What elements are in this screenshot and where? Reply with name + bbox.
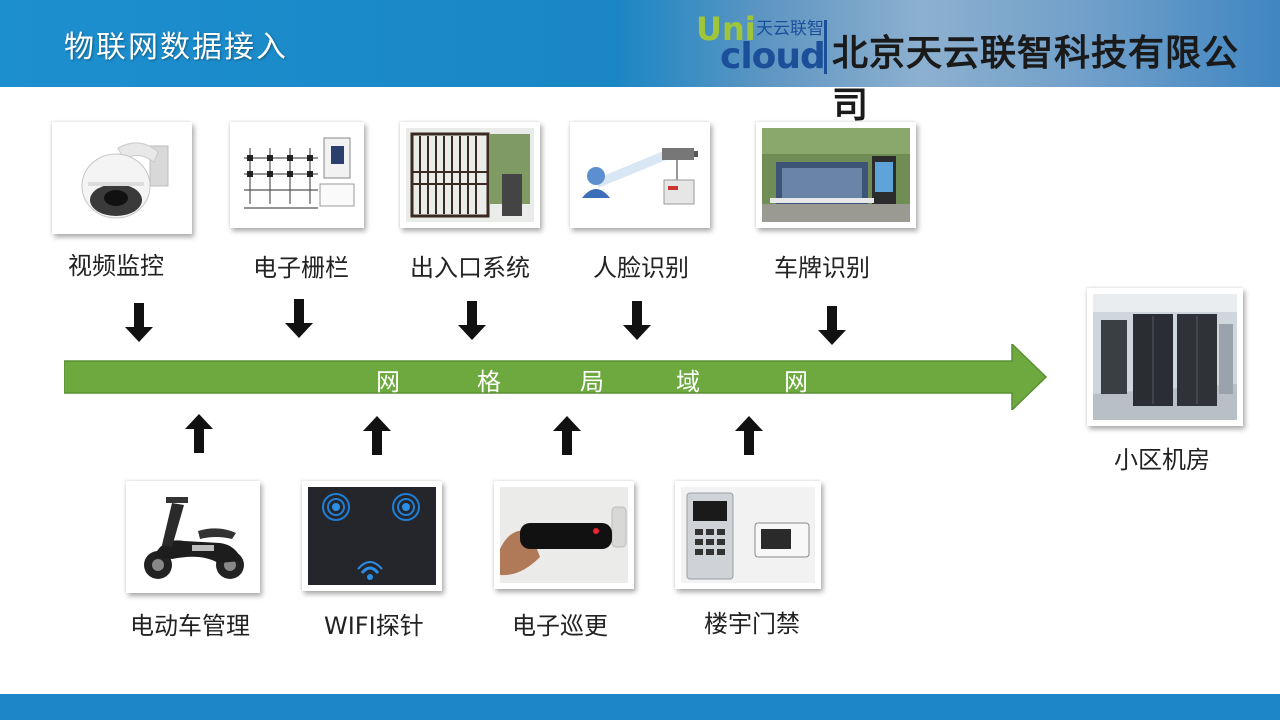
label-wifi-probe: WIFI探针	[324, 612, 424, 640]
scooter-icon	[144, 497, 244, 579]
arrow-up-icon	[185, 414, 213, 453]
label-e-bike-management: 电动车管理	[130, 612, 250, 640]
network-band-arrow	[64, 344, 1048, 410]
arrow-down-icon	[285, 299, 313, 338]
company-logo: Uni 天云联智 cloud 北京天云联智科技有限公司	[690, 6, 1270, 126]
network-char: 网	[784, 368, 808, 396]
card-electronic-fence	[230, 122, 364, 228]
label-server-room: 小区机房	[1114, 446, 1210, 474]
arrow-up-icon	[735, 416, 763, 455]
header-banner: 物联网数据接入 Uni 天云联智 cloud 北京天云联智科技有限公司	[0, 0, 1280, 126]
label-video-surveillance: 视频监控	[68, 252, 164, 280]
label-building-access: 楼宇门禁	[704, 610, 800, 638]
logo-cloud-text: cloud	[720, 36, 826, 77]
page-title: 物联网数据接入	[64, 30, 288, 65]
label-electronic-fence: 电子栅栏	[253, 254, 349, 282]
arrow-down-icon	[125, 303, 153, 342]
gate-icon	[406, 128, 534, 222]
dome-camera-icon	[81, 142, 169, 219]
card-entrance-system	[400, 122, 540, 228]
company-name: 北京天云联智科技有限公司	[832, 33, 1240, 126]
arrow-up-icon	[553, 416, 581, 455]
arrow-down-icon	[818, 306, 846, 345]
label-face-recognition: 人脸识别	[593, 254, 689, 282]
arrow-down-icon	[458, 301, 486, 340]
network-char: 格	[477, 368, 501, 396]
card-wifi-probe	[302, 481, 442, 591]
network-char: 局	[580, 368, 604, 396]
card-video-surveillance	[52, 122, 192, 234]
card-server-room	[1087, 288, 1243, 426]
patrol-wand-icon	[500, 487, 628, 583]
network-char: 域	[676, 368, 700, 396]
label-license-plate: 车牌识别	[774, 254, 870, 282]
wifi-probe-icon	[308, 487, 436, 585]
logo-uni-text: Uni	[696, 10, 756, 48]
server-room-icon	[1093, 294, 1237, 420]
footer-bar	[0, 694, 1280, 720]
card-electronic-patrol	[494, 481, 634, 589]
door-intercom-icon	[686, 492, 810, 580]
card-face-recognition	[570, 122, 710, 228]
label-entrance-system: 出入口系统	[410, 254, 530, 282]
arrow-down-icon	[623, 301, 651, 340]
card-e-bike-management	[126, 481, 260, 593]
fence-diagram-icon	[244, 137, 355, 209]
logo-divider	[824, 20, 827, 74]
logo-cn-small-text: 天云联智	[756, 19, 824, 39]
face-recognition-icon	[582, 148, 698, 205]
arrow-up-icon	[363, 416, 391, 455]
license-plate-icon	[762, 128, 910, 222]
card-license-plate	[756, 122, 916, 228]
label-electronic-patrol: 电子巡更	[512, 612, 608, 640]
network-char: 网	[376, 368, 400, 396]
card-building-access	[675, 481, 821, 589]
